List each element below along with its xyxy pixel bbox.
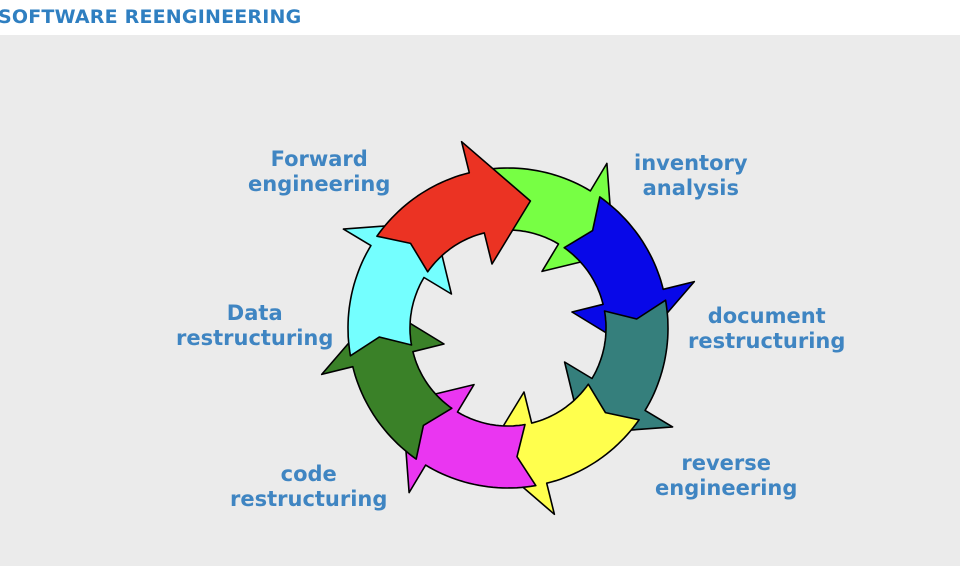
- diagram-panel: inventory analysis document restructurin…: [0, 35, 960, 566]
- label-reverse-engineering: reverse engineering: [655, 451, 797, 501]
- label-line: inventory: [634, 151, 748, 175]
- header-bar: SOFTWARE REENGINEERING: [0, 0, 960, 35]
- label-line: engineering: [655, 476, 798, 500]
- label-document-restructuring: document restructuring: [688, 304, 845, 354]
- label-forward-engineering: Forward engineering: [248, 147, 390, 197]
- label-data-restructuring: Data restructuring: [176, 301, 333, 351]
- page-title: SOFTWARE REENGINEERING: [0, 6, 302, 28]
- cycle-arrow: [376, 140, 532, 273]
- label-inventory-analysis: inventory analysis: [634, 151, 748, 201]
- label-line: Forward: [270, 147, 368, 171]
- label-line: engineering: [248, 172, 391, 196]
- label-line: document: [707, 304, 826, 328]
- cycle-arrows: [320, 140, 696, 516]
- label-line: restructuring: [230, 487, 388, 511]
- label-code-restructuring: code restructuring: [230, 462, 387, 512]
- label-line: restructuring: [176, 326, 334, 350]
- label-line: restructuring: [688, 329, 846, 353]
- label-line: Data: [226, 301, 283, 325]
- label-line: reverse: [681, 451, 772, 475]
- label-line: analysis: [642, 176, 739, 200]
- label-line: code: [280, 462, 337, 486]
- cycle-diagram: [320, 140, 696, 516]
